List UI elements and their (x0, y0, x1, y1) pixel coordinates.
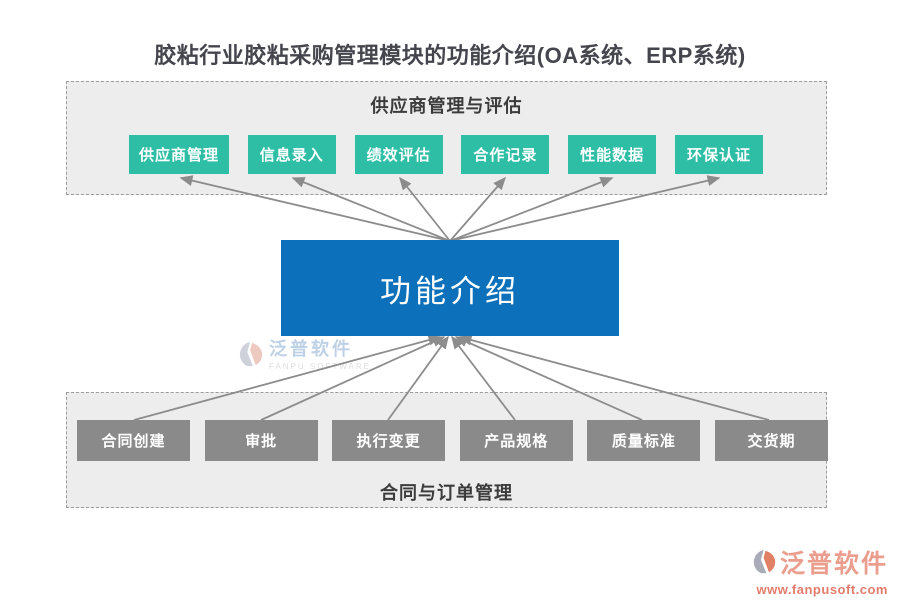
node-info-entry: 信息录入 (247, 135, 336, 174)
fanpu-logo-icon (752, 548, 777, 580)
watermark-subtitle-text: FANPU SOFTWARE (269, 361, 371, 371)
node-cooperation-record: 合作记录 (461, 135, 550, 174)
node-performance-data: 性能数据 (568, 135, 657, 174)
node-environmental-certification: 环保认证 (674, 135, 763, 174)
node-supplier-management: 供应商管理 (129, 135, 229, 174)
watermark-center: 泛普软件 FANPU SOFTWARE (238, 339, 371, 373)
node-quality-standard: 质量标准 (587, 420, 701, 461)
page-title: 胶粘行业胶粘采购管理模块的功能介绍(OA系统、ERP系统) (154, 43, 746, 68)
footer-site-url: www.fanpusoft.com (756, 582, 888, 597)
node-performance-evaluation: 绩效评估 (354, 135, 443, 174)
node-execution-change: 执行变更 (332, 420, 446, 461)
node-product-specification: 产品规格 (459, 420, 573, 461)
node-contract-creation: 合同创建 (77, 420, 190, 461)
supplier-panel-heading: 供应商管理与评估 (370, 96, 523, 116)
node-delivery-date: 交货期 (714, 420, 828, 461)
function-intro-node: 功能介绍 (281, 240, 619, 336)
contract-node-row: 合同创建 审批 执行变更 产品规格 质量标准 交货期 (77, 420, 828, 461)
footer-brand-logo: 泛普软件 www.fanpusoft.com (752, 548, 888, 597)
footer-brand-text: 泛普软件 (779, 549, 888, 578)
watermark-brand-text: 泛普软件 (269, 339, 353, 359)
contract-panel-heading: 合同与订单管理 (380, 483, 513, 503)
node-approval: 审批 (204, 420, 318, 461)
supplier-node-row: 供应商管理 信息录入 绩效评估 合作记录 性能数据 环保认证 (129, 135, 763, 174)
fanpu-logo-icon (238, 340, 264, 373)
